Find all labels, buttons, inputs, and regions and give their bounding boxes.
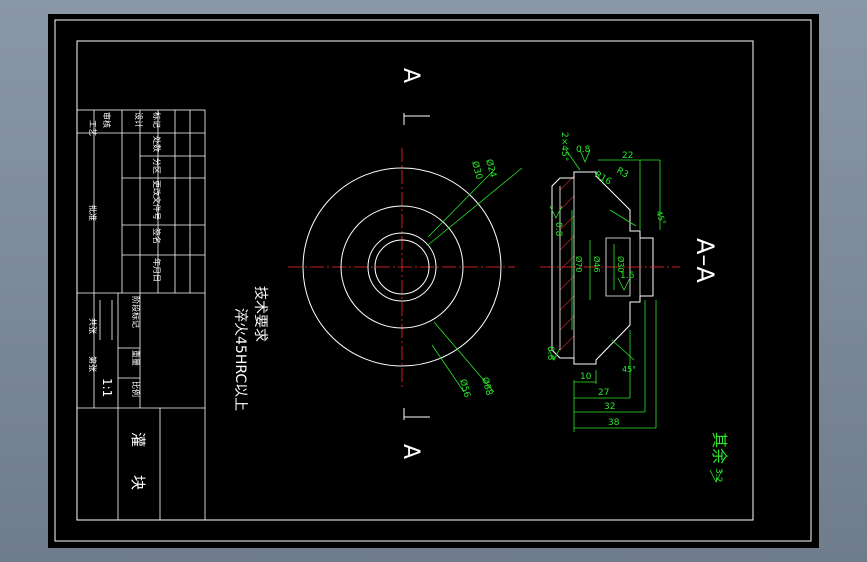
cell-sheet-no: 第张 [88,356,98,372]
cell-review: 审核 [102,112,112,128]
dim-dia30: Ø30 [616,256,626,272]
cell-count: 处数 [152,136,162,152]
front-view-leaders [427,167,523,393]
cell-design: 设计 [134,112,144,128]
cell-signature: 签名 [152,228,162,244]
surface-finish-symbol [709,469,723,483]
surface-note-value: 3.2 [713,468,723,482]
section-cut-top [403,113,430,125]
circle-inner-1 [367,232,437,302]
section-letter-bottom: A [398,444,423,459]
surface-note-label: 其余 [710,432,729,464]
cell-weight: 重量 [131,350,141,366]
section-cut-bottom [403,408,430,420]
dim-rough16: 1.6 [620,271,635,281]
dim-ra08-left: 0.8 [553,222,563,237]
cell-sheet-total: 共张 [88,318,97,334]
cell-date: 年月日 [152,258,162,282]
dim-len32: 32 [604,402,615,412]
section-outline [551,171,654,365]
cell-stage-mark: 阶段标记 [131,296,141,328]
cell-process: 工艺 [88,120,97,136]
title-block-text: 工艺 审核 设计 标记 处数 分区 批准 更改文件号 签名 年月日 阶段标记 重… [88,112,162,518]
dim-d56: Ø56 [457,378,472,399]
front-view [288,148,515,390]
dim-ra08-bottom: 0.8 [545,346,555,361]
section-view [540,171,680,365]
title-block [76,109,206,521]
cell-part-name: 灌块 [129,432,147,518]
cell-scale-value: 1:1 [100,378,114,397]
dim-d30: Ø30 [469,160,484,181]
dim-chamfer: 2×45° [559,132,569,161]
cell-approve: 批准 [88,205,98,221]
cell-scale-label: 比例 [131,381,141,397]
circle-outer [302,167,502,367]
notes-heading: 技术要求 [252,286,268,342]
circle-middle [340,205,464,329]
dim-dia46: Ø46 [592,256,602,272]
section-view-label: A–A [691,238,719,283]
circle-inner-2 [374,239,430,295]
dim-len38: 38 [608,418,620,428]
dim-d24: Ø24 [483,158,498,179]
notes-line-1: 淬火45HRC以上 [232,308,248,411]
section-bore [605,237,631,297]
outer-frame [54,19,812,542]
cell-zone: 分区 [152,158,161,174]
dim-dia70: Ø70 [574,256,584,272]
dim-ang45-bottom: 45° [622,365,636,374]
dim-ra08-top: 0.8 [576,145,591,155]
dim-len22: 22 [622,151,633,161]
dim-len27: 27 [598,388,609,398]
cell-mark: 标记 [152,112,162,128]
dim-len10: 10 [580,372,592,382]
section-letter-top: A [398,68,423,83]
dim-d88: Ø88 [479,376,494,397]
section-dimension-lines [547,149,661,432]
cell-doc-no: 更改文件号 [152,180,162,220]
